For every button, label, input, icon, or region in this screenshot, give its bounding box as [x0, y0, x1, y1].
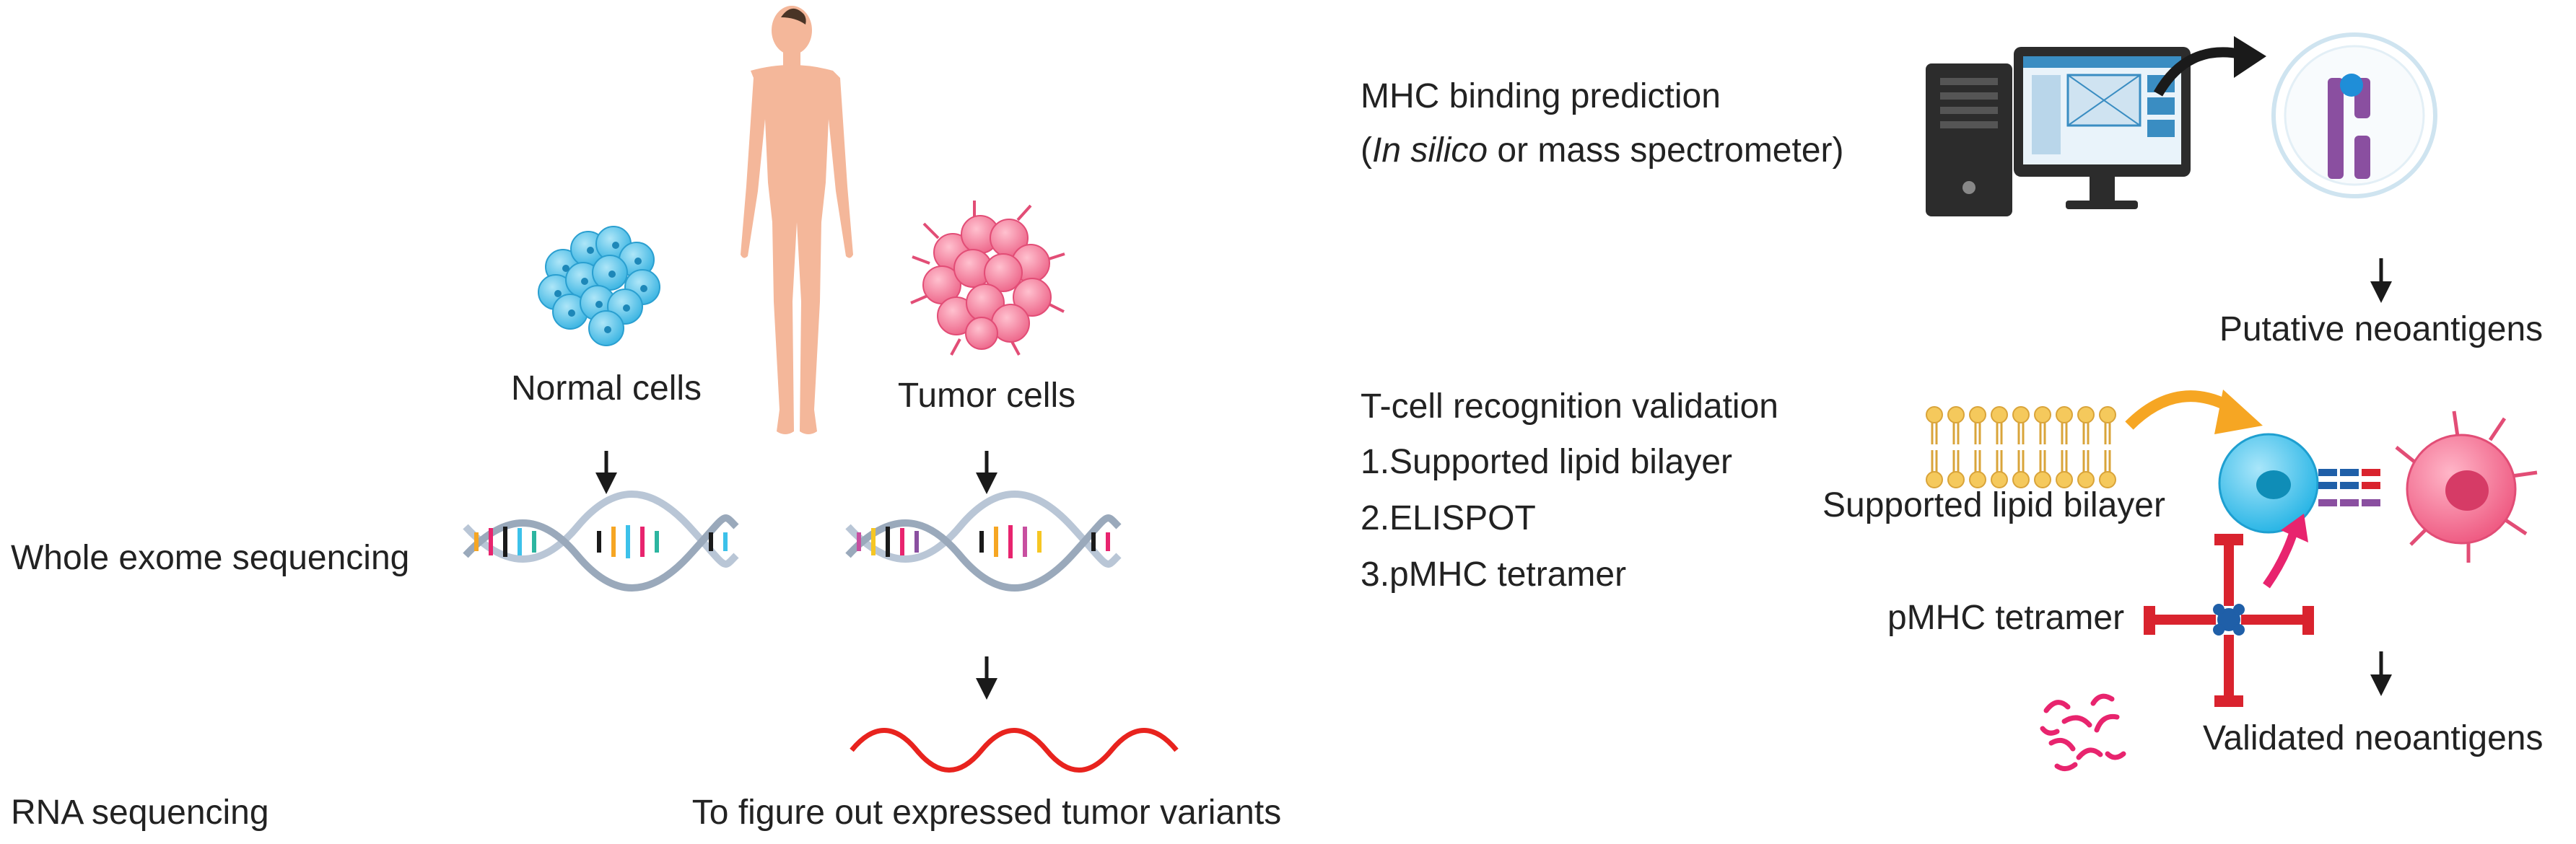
pink-arrow: [2263, 525, 2300, 589]
tumor-cells-icon: [910, 201, 1065, 356]
putative-neoantigens-label: Putative neoantigens: [2219, 310, 2544, 348]
normal-cells-icon: [538, 226, 660, 346]
peptides-icon: [2040, 693, 2126, 771]
curved-arrow-head: [2234, 36, 2266, 78]
mhc-molecule-icon: [2271, 32, 2437, 198]
rna-wave-icon: [850, 728, 1179, 773]
dna-icon: [463, 491, 739, 592]
pink-arrow-head: [2281, 514, 2308, 542]
arrows-left: [595, 451, 997, 700]
expressed-variants-label: To figure out expressed tumor variants: [691, 794, 1282, 832]
method-item-3: 3.pMHC tetramer: [1361, 555, 1627, 594]
pmhc-tetramer-label: pMHC tetramer: [1887, 599, 2125, 637]
t-cell-icon: [2218, 433, 2319, 534]
validated-neoantigens-label: Validated neoantigens: [2203, 719, 2544, 757]
supported-bilayer-label: Supported lipid bilayer: [1822, 486, 2165, 524]
tcr-pmhc-complex: [2318, 469, 2380, 506]
normal-cells-label: Normal cells: [510, 369, 702, 408]
tetramer-icon: [2144, 534, 2314, 707]
human-body-icon: [741, 6, 853, 434]
mhc-prediction-methods: (In silico or mass spectrometer): [1361, 131, 1844, 170]
curved-arrow-to-mhc: [2153, 47, 2243, 97]
tcell-validation-title: T-cell recognition validation: [1361, 387, 1778, 426]
lipid-bilayer-icon: [1926, 406, 2116, 488]
computer-icon: [1926, 47, 2191, 216]
tumor-cell-icon: [2395, 410, 2538, 563]
rna-sequencing-label: RNA sequencing: [11, 794, 269, 832]
method-item-1: 1.Supported lipid bilayer: [1361, 443, 1732, 481]
dna-icon: [845, 491, 1122, 592]
mhc-prediction-title: MHC binding prediction: [1361, 77, 1721, 115]
tumor-cells-label: Tumor cells: [897, 377, 1076, 415]
whole-exome-label: Whole exome sequencing: [11, 539, 410, 577]
lipid-arrow-head: [2214, 390, 2263, 434]
method-item-2: 2.ELISPOT: [1361, 499, 1536, 537]
